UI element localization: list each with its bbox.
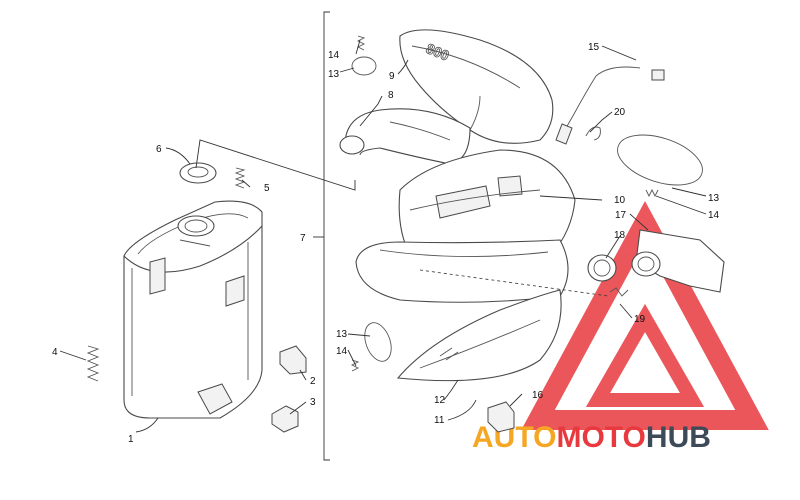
heat-shield-upper: 800 [399,29,554,144]
sensor-plug [651,69,665,81]
spring-4 [86,345,100,382]
clamp-13-left [364,322,392,362]
callout-6: 6 [156,144,162,155]
callout-11: 11 [434,415,445,426]
callout-1: 1 [128,434,134,445]
bracket-3 [271,405,299,433]
callout-12: 12 [434,395,446,406]
spring-19 [609,287,629,297]
watermark-moto: MOTO [556,421,645,454]
callout-20: 20 [614,107,626,118]
callout-numbers: 1 2 3 4 5 6 7 8 9 10 11 12 13 14 15 16 1… [52,42,720,445]
callout-4: 4 [52,347,58,358]
callout-14-right: 14 [708,210,720,221]
callout-14-left: 14 [336,346,348,357]
callout-8: 8 [388,90,394,101]
watermark-triangle-logo [521,200,769,430]
sensor-tip [555,123,573,145]
bracket-2 [279,345,307,375]
callout-16: 16 [532,390,544,401]
watermark-hub: HUB [646,421,711,454]
grommet-6 [179,162,217,184]
clamp-13-top [351,56,377,76]
spring-14-top [356,35,366,51]
callout-18: 18 [614,230,626,241]
callout-19: 19 [634,314,646,325]
lower-shield [396,289,562,382]
clamp-13-right [617,134,703,186]
sensor-cable-15 [565,66,641,129]
callout-17: 17 [615,210,627,221]
spring-14-right [645,188,659,198]
spring-5 [234,167,246,189]
callout-10: 10 [614,195,626,206]
resonator-pipe [355,239,609,303]
callout-14-top: 14 [328,50,340,61]
callout-13-left: 13 [336,329,348,340]
callout-2: 2 [310,376,316,387]
gasket-18 [587,254,617,282]
exhaust-pipe [339,108,471,165]
group-bracket [323,11,330,461]
muffler [123,200,263,419]
callout-13-right: 13 [708,193,720,204]
callout-15: 15 [588,42,600,53]
part-16-block [487,401,515,433]
manifold-17 [631,229,725,293]
callout-13-top: 13 [328,69,340,80]
callout-3: 3 [310,397,316,408]
automotohub-watermark: AUTOMOTOHUB [472,200,769,454]
callout-9: 9 [389,71,395,82]
spring-14-left [350,359,360,372]
leader-lines [59,39,707,433]
clip-20 [585,126,601,141]
callout-5: 5 [264,183,270,194]
callout-7: 7 [300,233,306,244]
